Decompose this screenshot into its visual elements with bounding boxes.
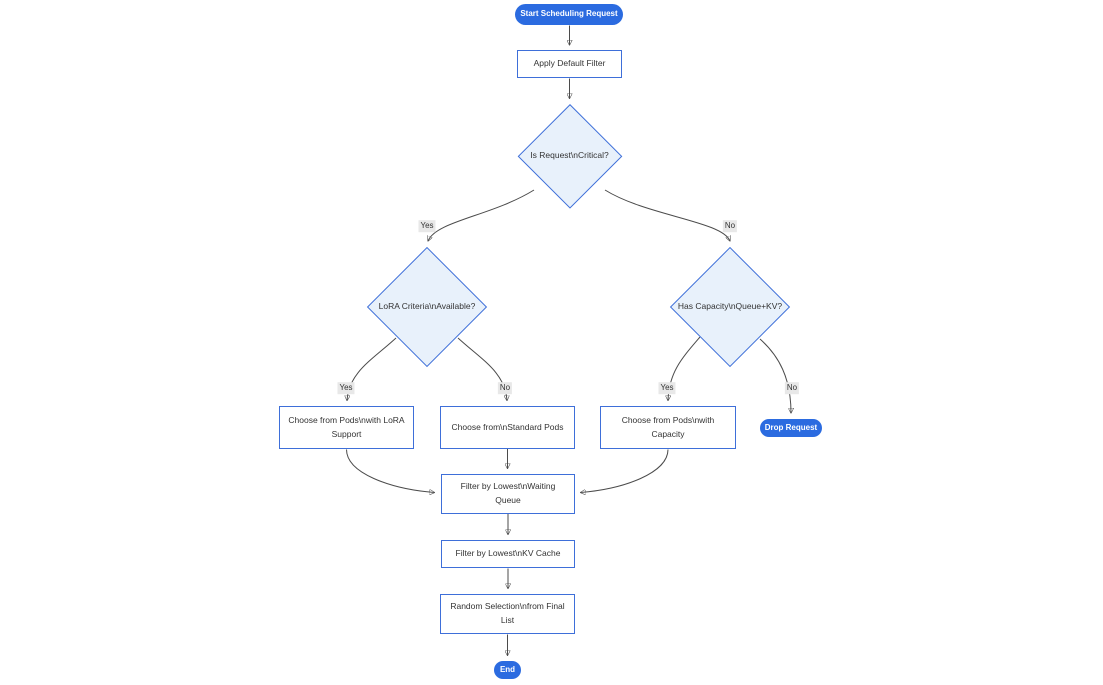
edge-label-yes: Yes <box>658 382 676 394</box>
flow-node-drop-request: Drop Request <box>760 419 822 437</box>
edge-label-no: No <box>722 220 738 232</box>
flow-node-has-capacity: Has Capacity\nQueue+KV? <box>669 246 791 368</box>
edge-is-critical-no-has-capacity <box>604 189 730 241</box>
flow-node-apply-default-filter: Apply Default Filter <box>517 50 622 78</box>
edge-choose-capacity-filter-waiting <box>581 449 669 493</box>
flow-node-choose-standard-pods: Choose from\nStandard Pods <box>440 406 575 449</box>
node-label: Is Request\nCritical? <box>530 149 609 160</box>
flow-node-filter-kv-cache: Filter by Lowest\nKV Cache <box>441 540 575 568</box>
flow-node-choose-capacity-pods: Choose from Pods\nwith Capacity <box>600 406 736 449</box>
edge-label-yes: Yes <box>418 220 436 232</box>
node-label: Choose from\nStandard Pods <box>451 421 564 432</box>
flow-node-lora-criteria-available: LoRA Criteria\nAvailable? <box>366 246 488 368</box>
node-label: Has Capacity\nQueue+KV? <box>677 301 783 312</box>
flow-node-random-selection: Random Selection\nfrom Final List <box>440 594 575 634</box>
edge-choose-lora-filter-waiting <box>346 449 435 493</box>
edge-label-no: No <box>784 382 800 394</box>
flow-node-filter-waiting-queue: Filter by Lowest\nWaiting Queue <box>441 474 575 514</box>
flow-node-is-request-critical: Is Request\nCritical? <box>517 103 622 208</box>
node-label: Filter by Lowest\nKV Cache <box>455 548 561 559</box>
node-label: Choose from Pods\nwith LoRA Support <box>288 414 405 439</box>
node-label: Start Scheduling Request <box>520 9 618 19</box>
node-label: Choose from Pods\nwith Capacity <box>621 414 715 439</box>
node-label: Drop Request <box>764 422 818 432</box>
node-label: Filter by Lowest\nWaiting Queue <box>460 481 556 505</box>
edge-label-yes: Yes <box>337 382 355 394</box>
flow-node-start: Start Scheduling Request <box>515 4 623 25</box>
node-label: LoRA Criteria\nAvailable? <box>378 301 476 312</box>
flow-node-choose-lora-pods: Choose from Pods\nwith LoRA Support <box>279 406 414 449</box>
node-label: Random Selection\nfrom Final List <box>450 601 565 625</box>
flow-node-end: End <box>494 661 521 679</box>
node-label: Apply Default Filter <box>533 58 606 69</box>
edge-label-no: No <box>497 382 513 394</box>
node-label: End <box>499 664 516 674</box>
